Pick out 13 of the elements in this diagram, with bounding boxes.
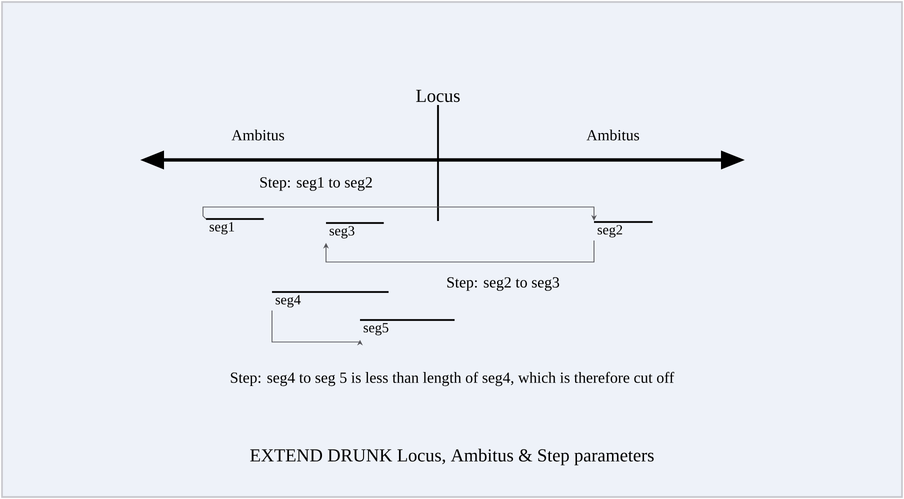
segment: seg4 — [272, 291, 389, 308]
edge-label: Step: seg1 to seg2 — [260, 177, 372, 191]
text-label: Ambitus — [586, 130, 640, 140]
segment: seg5 — [360, 319, 455, 336]
text-label: Ambitus — [232, 130, 284, 140]
caption: EXTEND DRUNK Locus, Ambitus & Step parameters — [250, 448, 654, 466]
segment: seg1 — [206, 218, 264, 234]
edge-label: Step: seg2 to seg3 — [447, 277, 560, 291]
segment: seg3 — [326, 222, 384, 238]
segment: seg2 — [594, 221, 653, 238]
text-label: Step: seg4 to seg 5 is less than length of seg4, which is therefore cut off — [230, 372, 674, 386]
step-arrow — [323, 240, 594, 262]
text-label: Locus — [416, 90, 460, 102]
